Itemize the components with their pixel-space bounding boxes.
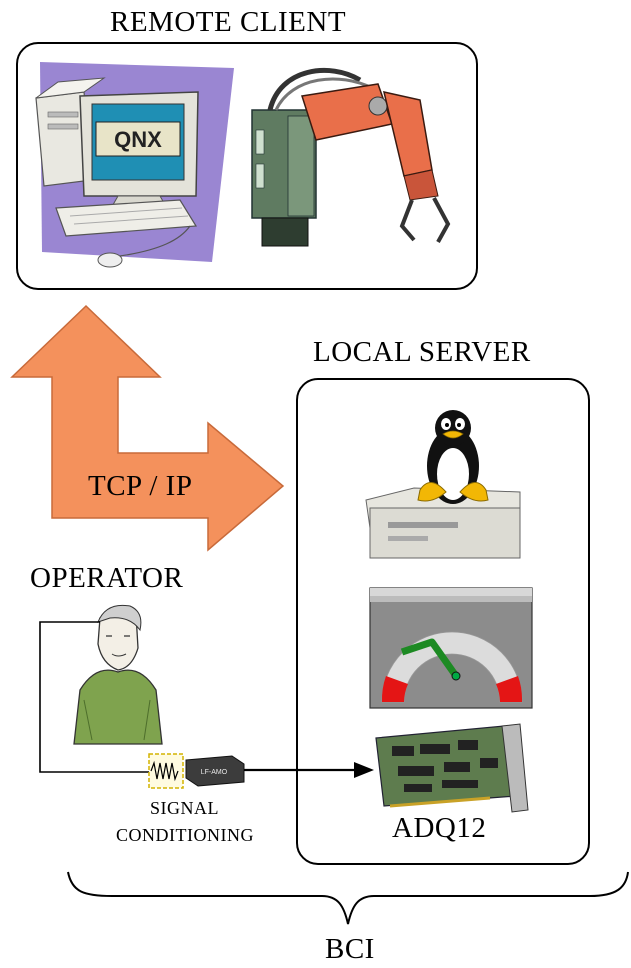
tcp-ip-label: TCP / IP xyxy=(88,470,193,502)
operator-person-icon xyxy=(73,604,163,745)
amplifier-label: LF-AMO xyxy=(201,769,228,776)
linux-tux-server-icon xyxy=(365,410,521,559)
tcp-ip-arrow xyxy=(10,304,285,552)
remote-client-box xyxy=(16,42,478,290)
local-server-box xyxy=(296,378,590,865)
operator-title: OPERATOR xyxy=(30,562,184,594)
daq-card-icon xyxy=(375,723,529,813)
signal-conditioner-icon: LF-AMO xyxy=(148,753,245,789)
local-server-title: LOCAL SERVER xyxy=(313,336,531,368)
remote-client-title: REMOTE CLIENT xyxy=(110,6,347,38)
adq12-label: ADQ12 xyxy=(392,812,487,844)
gauge-display-icon xyxy=(369,587,533,709)
qnx-computer-icon: QNX xyxy=(35,62,234,268)
electrode-wire xyxy=(39,621,150,773)
qnx-logo: QNX xyxy=(114,127,162,152)
robot-arm-icon xyxy=(251,67,451,247)
bci-brace xyxy=(67,871,629,925)
signal-conditioning-label-line1: SIGNAL xyxy=(150,798,219,818)
signal-conditioning-label-line2: CONDITIONING xyxy=(116,825,254,845)
bci-label: BCI xyxy=(325,933,375,965)
